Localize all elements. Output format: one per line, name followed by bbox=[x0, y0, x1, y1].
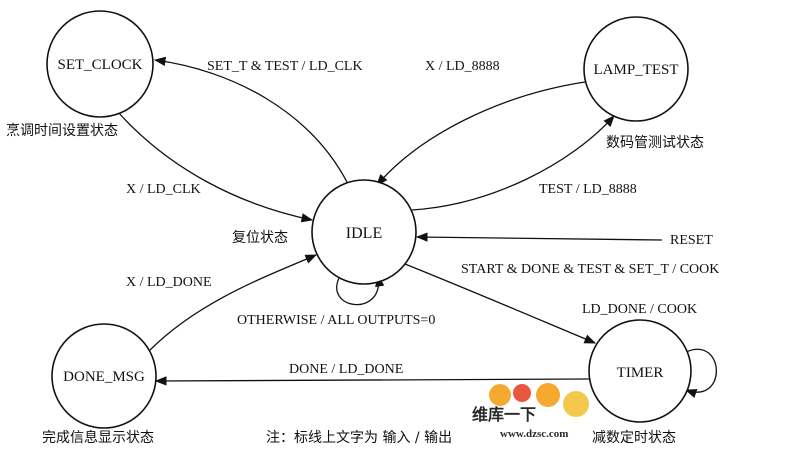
state-timer: TIMER bbox=[588, 319, 692, 423]
footer-note: 注：标线上文字为 输入 / 输出 bbox=[266, 430, 452, 446]
label-done-msg-to-idle: X / LD_DONE bbox=[126, 275, 212, 290]
label-lamp-test-to-idle: X / LD_8888 bbox=[425, 59, 500, 74]
state-lamp-test-label: LAMP_TEST bbox=[593, 62, 678, 78]
label-idle-to-lamp-test: TEST / LD_8888 bbox=[539, 182, 637, 197]
transitions bbox=[117, 56, 717, 398]
edge-idle-to-set-clock bbox=[153, 56, 349, 185]
state-idle: IDLE bbox=[311, 179, 417, 285]
watermark-face-icon bbox=[563, 391, 589, 417]
edge-idle-to-timer bbox=[399, 261, 597, 344]
watermark-logo: 维库一下 www.dzsc.com bbox=[472, 383, 589, 440]
edge-idle-self-loop bbox=[336, 274, 385, 306]
caption-idle: 复位状态 bbox=[232, 229, 288, 246]
watermark-mascot-icon bbox=[536, 383, 560, 407]
state-done-msg: DONE_MSG bbox=[51, 323, 157, 429]
caption-set-clock: 烹调时间设置状态 bbox=[6, 122, 118, 139]
watermark-brand: 维库一下 bbox=[472, 405, 536, 424]
watermark-mascot-icon bbox=[489, 384, 511, 406]
state-idle-label: IDLE bbox=[346, 225, 382, 242]
edge-set-clock-to-idle bbox=[117, 111, 314, 223]
state-set-clock: SET_CLOCK bbox=[46, 10, 154, 118]
state-lamp-test: LAMP_TEST bbox=[583, 16, 689, 122]
caption-lamp-test: 数码管测试状态 bbox=[606, 135, 704, 151]
label-idle-self-loop: OTHERWISE / ALL OUTPUTS=0 bbox=[237, 313, 435, 328]
label-set-clock-to-idle: X / LD_CLK bbox=[126, 182, 201, 197]
label-timer-to-done-msg: DONE / LD_DONE bbox=[289, 362, 403, 377]
edge-timer-self-loop bbox=[684, 348, 717, 398]
edge-idle-to-lamp-test bbox=[411, 115, 615, 211]
state-timer-label: TIMER bbox=[617, 365, 664, 381]
label-reset: RESET bbox=[670, 233, 713, 248]
state-set-clock-label: SET_CLOCK bbox=[57, 57, 142, 73]
caption-done-msg: 完成信息显示状态 bbox=[42, 429, 154, 446]
edge-done-msg-to-idle bbox=[149, 254, 318, 351]
label-idle-to-timer: START & DONE & TEST & SET_T / COOK bbox=[461, 262, 719, 277]
label-idle-to-set-clock: SET_T & TEST / LD_CLK bbox=[207, 59, 363, 74]
watermark-url: www.dzsc.com bbox=[500, 428, 568, 440]
edge-reset bbox=[415, 232, 663, 242]
state-done-msg-label: DONE_MSG bbox=[63, 369, 145, 385]
label-timer-self-loop: LD_DONE / COOK bbox=[582, 302, 697, 317]
edge-lamp-test-to-idle bbox=[376, 81, 586, 186]
edge-timer-to-done-msg bbox=[154, 376, 591, 386]
watermark-mascot-icon bbox=[513, 384, 531, 402]
caption-timer: 减数定时状态 bbox=[592, 430, 676, 446]
